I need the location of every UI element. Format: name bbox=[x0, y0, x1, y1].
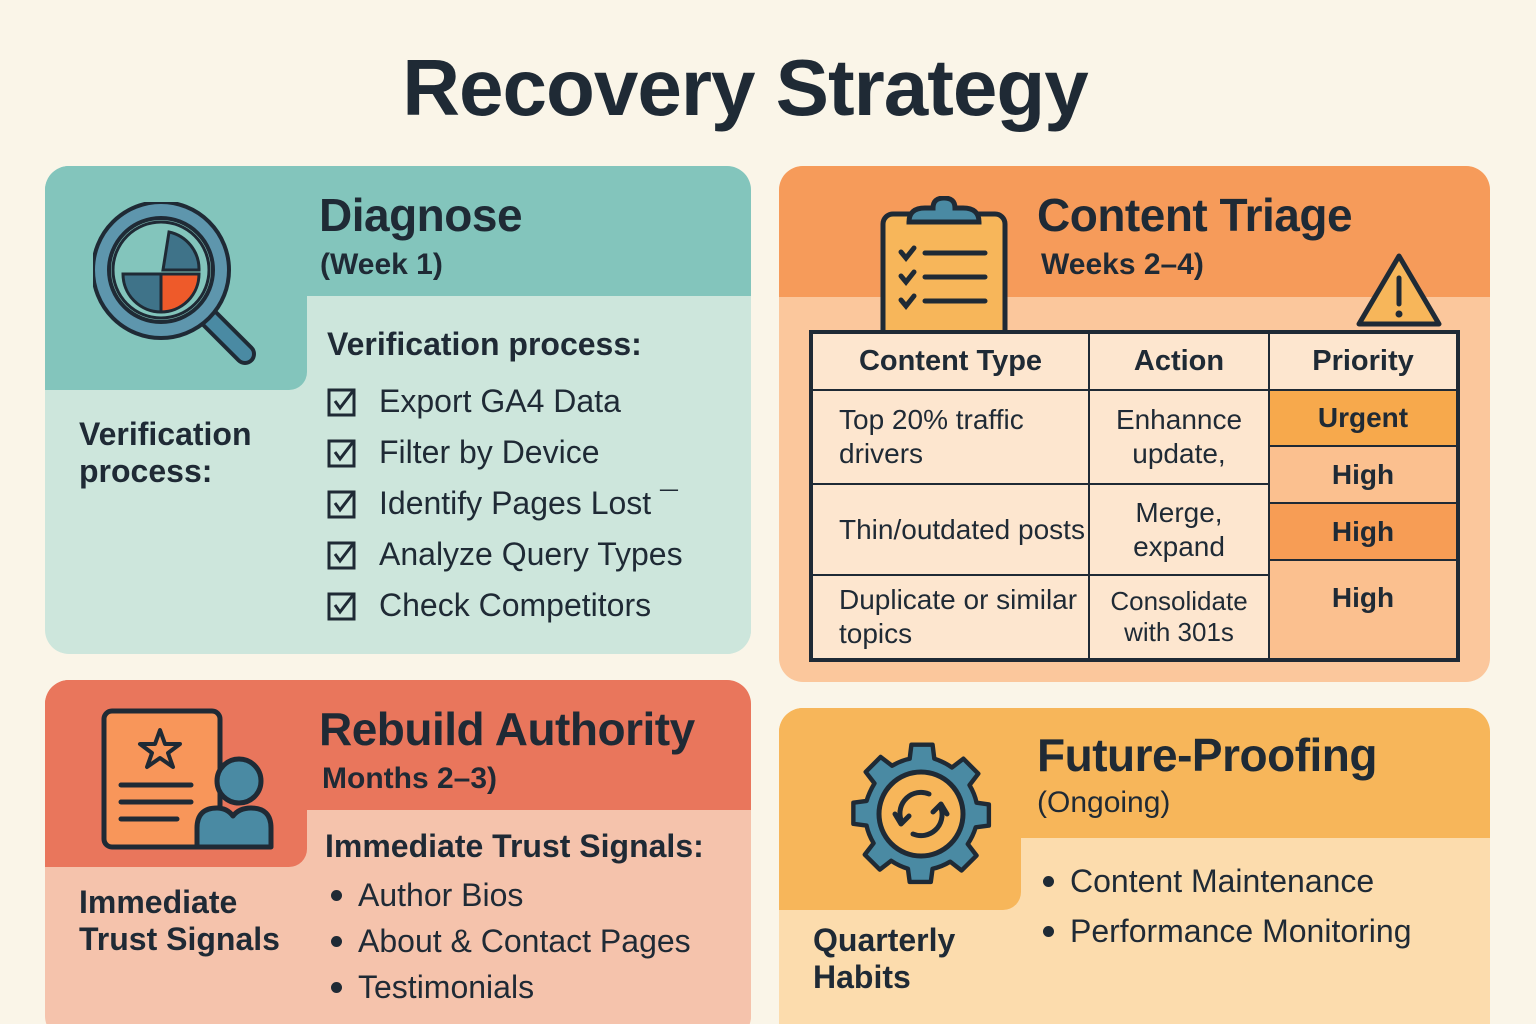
checklist-item-label: Identify Pages Lost ¯ bbox=[379, 485, 678, 521]
content-triage-card: Content Triage Weeks 2–4) Content Type A… bbox=[779, 166, 1490, 682]
rebuild-list-title: Immediate Trust Signals: bbox=[325, 828, 704, 864]
list-item-label: Testimonials bbox=[358, 968, 535, 1005]
triage-heading: Content Triage bbox=[1037, 189, 1353, 241]
list-item: Content Maintenance bbox=[1037, 856, 1411, 906]
checklist-item[interactable]: Export GA4 Data bbox=[327, 376, 683, 427]
priority-badge-urgent: Urgent bbox=[1269, 390, 1457, 446]
rebuild-subheading: Months 2–3) bbox=[322, 762, 498, 795]
list-item-label: Performance Monitoring bbox=[1070, 912, 1412, 949]
future-side-label: Quarterly Habits bbox=[813, 922, 956, 995]
bullet-icon bbox=[331, 935, 342, 947]
rebuild-list: Author Bios About & Contact Pages Testim… bbox=[325, 872, 691, 1010]
diagnose-checklist: Export GA4 Data Filter by Device Identif… bbox=[327, 376, 683, 631]
magnifier-pie-chart-icon bbox=[93, 202, 256, 365]
checklist-item-label: Filter by Device bbox=[379, 434, 600, 470]
rebuild-side-label: Immediate Trust Signals bbox=[79, 884, 280, 957]
clipboard-checklist-icon bbox=[880, 196, 1008, 336]
priority-badge-high: High bbox=[1269, 503, 1457, 560]
list-item: About & Contact Pages bbox=[325, 918, 691, 964]
list-item: Testimonials bbox=[325, 964, 691, 1010]
priority-badge-high: High bbox=[1269, 446, 1457, 503]
checked-checkbox-icon[interactable] bbox=[327, 387, 357, 417]
future-proofing-card: Future-Proofing (Ongoing) Quarterly Habi… bbox=[779, 708, 1490, 1024]
triage-table: Content Type Action Priority Top 20% tra… bbox=[809, 330, 1460, 662]
bullet-icon bbox=[331, 889, 342, 901]
table-cell-content-type: Thin/outdated posts bbox=[812, 484, 1089, 575]
checklist-item[interactable]: Identify Pages Lost ¯ bbox=[327, 478, 683, 529]
table-cell-content-type: Duplicate or similar topics bbox=[812, 575, 1089, 659]
bullet-icon bbox=[1043, 925, 1054, 937]
checked-checkbox-icon[interactable] bbox=[327, 591, 357, 621]
checklist-item[interactable]: Check Competitors bbox=[327, 580, 683, 631]
column-header-content-type: Content Type bbox=[812, 333, 1089, 390]
list-item-label: Content Maintenance bbox=[1070, 862, 1375, 899]
gear-refresh-icon bbox=[851, 742, 992, 885]
list-item-label: About & Contact Pages bbox=[358, 922, 691, 959]
future-list: Content Maintenance Performance Monitori… bbox=[1037, 856, 1411, 956]
table-cell-action: Merge, expand bbox=[1089, 484, 1269, 575]
bullet-icon bbox=[331, 981, 342, 993]
table-cell-action: Enhannce update, bbox=[1089, 390, 1269, 484]
diagnose-list-title: Verification process: bbox=[327, 326, 642, 362]
priority-badge-high: High bbox=[1269, 560, 1457, 659]
diagnose-heading: Diagnose bbox=[319, 189, 523, 241]
checked-checkbox-icon[interactable] bbox=[327, 438, 357, 468]
diagnose-content-panel bbox=[307, 296, 751, 654]
column-header-action: Action bbox=[1089, 333, 1269, 390]
warning-triangle-icon bbox=[1356, 253, 1442, 327]
checklist-item[interactable]: Filter by Device bbox=[327, 427, 683, 478]
future-content-panel bbox=[1021, 838, 1490, 1024]
rebuild-content-panel bbox=[307, 810, 751, 1024]
bullet-icon bbox=[1043, 875, 1054, 887]
list-item: Performance Monitoring bbox=[1037, 906, 1411, 956]
diagnose-card: Diagnose (Week 1) Verification process: … bbox=[45, 166, 751, 654]
list-item-label: Author Bios bbox=[358, 876, 524, 913]
table-cell-content-type: Top 20% traffic drivers bbox=[812, 390, 1089, 484]
checked-checkbox-icon[interactable] bbox=[327, 489, 357, 519]
rebuild-heading: Rebuild Authority bbox=[319, 703, 695, 755]
checklist-item-label: Analyze Query Types bbox=[379, 536, 683, 572]
future-heading: Future-Proofing bbox=[1037, 729, 1378, 781]
column-header-priority: Priority bbox=[1269, 333, 1457, 390]
profile-document-star-icon bbox=[101, 708, 274, 850]
triage-subheading: Weeks 2–4) bbox=[1041, 248, 1204, 281]
list-item: Author Bios bbox=[325, 872, 691, 918]
diagnose-side-label: Verification process: bbox=[79, 416, 252, 489]
future-subheading: (Ongoing) bbox=[1037, 786, 1171, 819]
checked-checkbox-icon[interactable] bbox=[327, 540, 357, 570]
rebuild-authority-card: Rebuild Authority Months 2–3) Immediate … bbox=[45, 680, 751, 1024]
page-title: Recovery Strategy bbox=[402, 43, 1089, 132]
checklist-item-label: Check Competitors bbox=[379, 587, 652, 623]
diagnose-subheading: (Week 1) bbox=[320, 248, 443, 281]
checklist-item-label: Export GA4 Data bbox=[379, 383, 621, 419]
checklist-item[interactable]: Analyze Query Types bbox=[327, 529, 683, 580]
table-cell-action: Consolidate with 301s bbox=[1089, 575, 1269, 659]
